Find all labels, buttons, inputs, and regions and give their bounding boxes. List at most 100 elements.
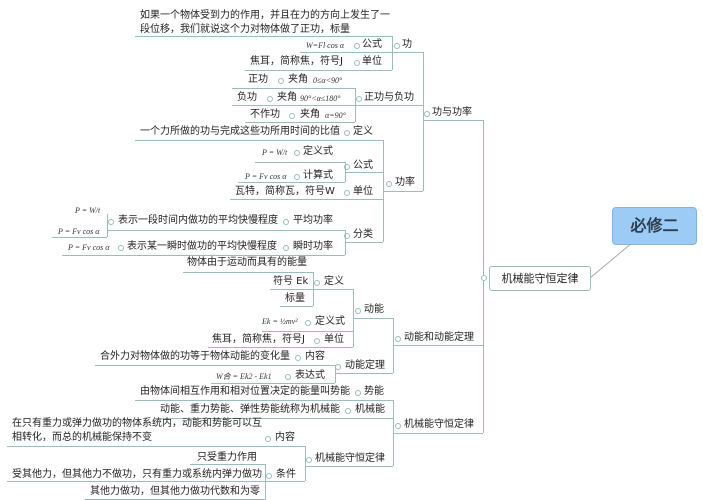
underline — [232, 105, 423, 106]
circle-icon — [267, 96, 273, 102]
circle-icon — [285, 374, 291, 380]
node-kinetic-theorem-section[interactable]: 动能和动能定理 — [404, 332, 474, 343]
underline — [232, 88, 355, 89]
underline — [383, 191, 423, 192]
branch-line — [345, 230, 346, 255]
theorem-expression: W合 = Ek2 - Ek1 — [216, 372, 272, 381]
node-work[interactable]: 功 — [402, 39, 412, 50]
ke-def-2: 符号 Ek — [273, 276, 309, 287]
branch-line — [335, 365, 336, 383]
node-positive-negative-work[interactable]: 正功与负功 — [364, 92, 414, 103]
node-classification[interactable]: 分类 — [353, 229, 373, 240]
branch-line — [313, 272, 314, 306]
node-mechanical-energy[interactable]: 机械能 — [355, 404, 385, 415]
avg-formula-2: P = Fv cos α — [58, 227, 100, 236]
circle-icon — [344, 164, 350, 170]
underline — [345, 172, 383, 173]
circle-icon — [395, 336, 401, 342]
circle-icon — [314, 338, 320, 344]
circle-icon — [344, 130, 350, 136]
positive-work: 正功 — [248, 74, 268, 85]
node-power[interactable]: 功率 — [395, 177, 415, 188]
law-content-line1: 在只有重力或弹力做功的物体系统内，动能和势能可以互 — [12, 418, 262, 429]
potential-desc: 由物体间相互作用和相对位置决定的能量叫势能 — [140, 386, 350, 397]
branch-line — [265, 464, 266, 500]
inst-formula: P = Fv cos α — [68, 243, 110, 252]
angle-label[interactable]: 夹角 — [277, 92, 297, 103]
node-power-unit[interactable]: 单位 — [353, 186, 373, 197]
underline — [335, 373, 393, 374]
node-conservation-law[interactable]: 机械能守恒定律 — [315, 453, 385, 464]
node-def-formula[interactable]: 定义式 — [303, 146, 333, 157]
node-ke-definition[interactable]: 定义 — [324, 276, 344, 287]
underline — [255, 162, 345, 163]
work-unit: 焦耳，简称焦，符号J — [250, 56, 343, 67]
node-ke-unit[interactable]: 单位 — [324, 334, 344, 345]
circle-icon — [283, 245, 289, 251]
node-inst-power[interactable]: 瞬时功率 — [293, 241, 333, 252]
node-ke-formula[interactable]: 定义式 — [315, 316, 345, 327]
circle-icon — [306, 457, 312, 463]
branch-line — [345, 162, 346, 182]
condition-3: 其他力做功，但其他力做功代数和为零 — [90, 486, 260, 497]
node-conditions[interactable]: 条件 — [276, 469, 296, 480]
angle-condition: α=90° — [325, 111, 346, 120]
circle-icon — [354, 60, 360, 66]
underline — [135, 36, 392, 37]
angle-condition: 90°<α≤180° — [300, 94, 341, 103]
node-law-content[interactable]: 内容 — [275, 432, 295, 443]
law-content-line2: 相转化，而总的机械能保持不变 — [12, 432, 152, 443]
avg-formula-1: P = W/t — [75, 206, 101, 215]
node-theorem-content[interactable]: 内容 — [305, 351, 325, 362]
underline — [62, 255, 345, 256]
node-avg-power[interactable]: 平均功率 — [293, 215, 333, 226]
underline — [280, 306, 313, 307]
circle-icon — [344, 190, 350, 196]
node-theorem-expression[interactable]: 表达式 — [295, 370, 325, 381]
circle-icon — [345, 408, 351, 414]
node-kinetic-energy[interactable]: 动能 — [364, 304, 384, 315]
node-ke-theorem[interactable]: 动能定理 — [345, 360, 385, 371]
branch-line — [392, 36, 393, 70]
underline — [230, 199, 383, 200]
main-collapse-circle[interactable] — [481, 275, 487, 281]
underline — [392, 52, 423, 53]
underline — [135, 140, 383, 141]
circle-icon — [386, 181, 392, 187]
angle-label[interactable]: 夹角 — [300, 109, 320, 120]
underline — [245, 122, 355, 123]
power-calc-formula: P = Fv cos α — [245, 172, 287, 181]
node-power-definition[interactable]: 定义 — [353, 126, 373, 137]
branch-line — [355, 88, 356, 122]
circle-icon — [108, 219, 114, 225]
node-conservation-section[interactable]: 机械能守恒定律 — [404, 419, 474, 430]
node-potential-energy[interactable]: 势能 — [364, 386, 384, 397]
node-calc-formula[interactable]: 计算式 — [303, 170, 333, 181]
angle-label[interactable]: 夹角 — [288, 74, 308, 85]
power-unit: 瓦特，简称瓦，符号W — [235, 186, 335, 197]
ke-def-1: 物体由于运动而具有的能量 — [187, 257, 307, 268]
circle-icon — [289, 113, 295, 119]
underline — [262, 331, 353, 332]
underline — [190, 464, 265, 465]
condition-1: 只受重力作用 — [197, 452, 257, 463]
node-work-unit[interactable]: 单位 — [362, 56, 382, 67]
circle-icon — [305, 320, 311, 326]
main-topic-node[interactable]: 机械能守恒定律 — [489, 266, 591, 291]
power-definition: 一个力所做的功与完成这些功所用时间的比值 — [140, 126, 340, 137]
node-power-formula[interactable]: 公式 — [353, 160, 373, 171]
circle-icon — [424, 111, 430, 117]
ke-unit: 焦耳，简称焦，符号J — [212, 334, 305, 345]
root-node[interactable]: 必修二 — [612, 207, 697, 245]
circle-icon — [314, 280, 320, 286]
circle-icon — [265, 436, 271, 442]
negative-work: 负功 — [237, 92, 257, 103]
work-definition-line1: 如果一个物体受到力的作用，并且在力的方向上发生了一 — [140, 10, 390, 21]
node-work-formula[interactable]: 公式 — [362, 39, 382, 50]
circle-icon — [354, 43, 360, 49]
circle-icon — [283, 219, 289, 225]
node-work-and-power[interactable]: 功与功率 — [432, 107, 472, 118]
underline — [270, 289, 353, 290]
underline — [52, 237, 107, 238]
